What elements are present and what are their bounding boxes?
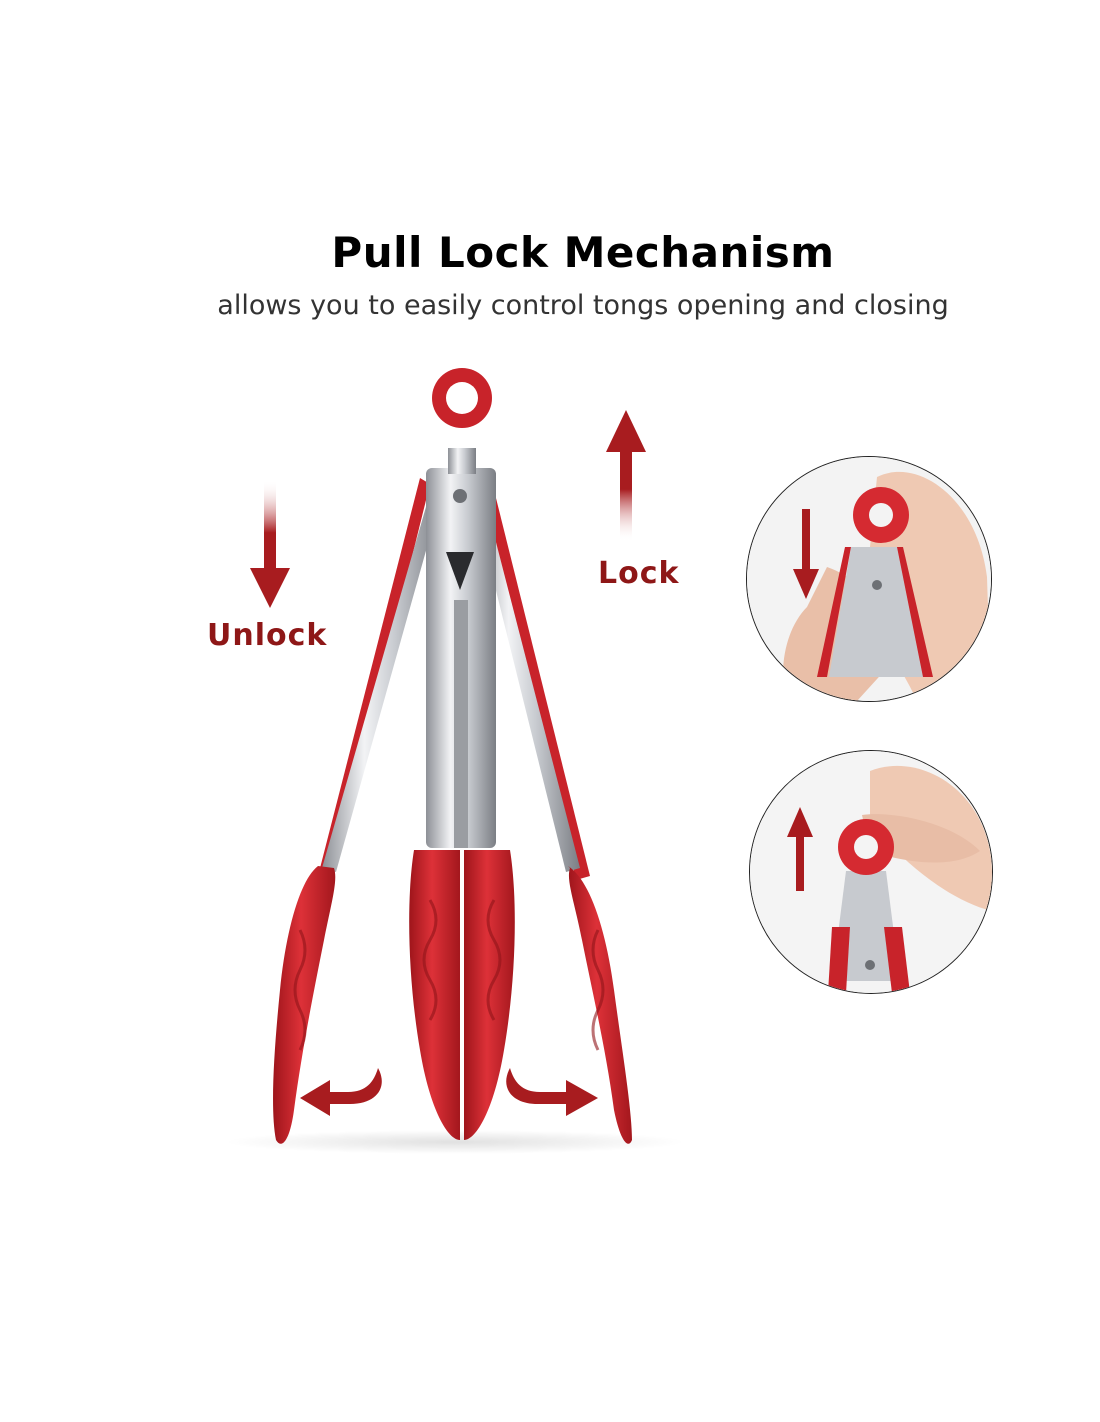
inset-arrow-down-icon	[793, 509, 819, 599]
center-tong	[409, 368, 515, 1140]
curved-arrow-left-icon	[300, 1068, 382, 1116]
right-tong-arm	[470, 478, 632, 1144]
unlock-label: Unlock	[207, 618, 328, 653]
arrow-up-icon	[606, 410, 646, 542]
page-title: Pull Lock Mechanism	[331, 228, 835, 277]
left-tong-arm	[273, 478, 443, 1144]
curved-arrow-right-icon	[506, 1068, 598, 1116]
lock-label: Lock	[598, 556, 680, 591]
lock-detail-photo	[749, 750, 993, 994]
unlock-detail-photo	[746, 456, 992, 702]
page-subtitle: allows you to easily control tongs openi…	[217, 290, 949, 321]
arrow-down-icon	[250, 480, 290, 608]
inset-arrow-up-icon	[787, 807, 813, 891]
